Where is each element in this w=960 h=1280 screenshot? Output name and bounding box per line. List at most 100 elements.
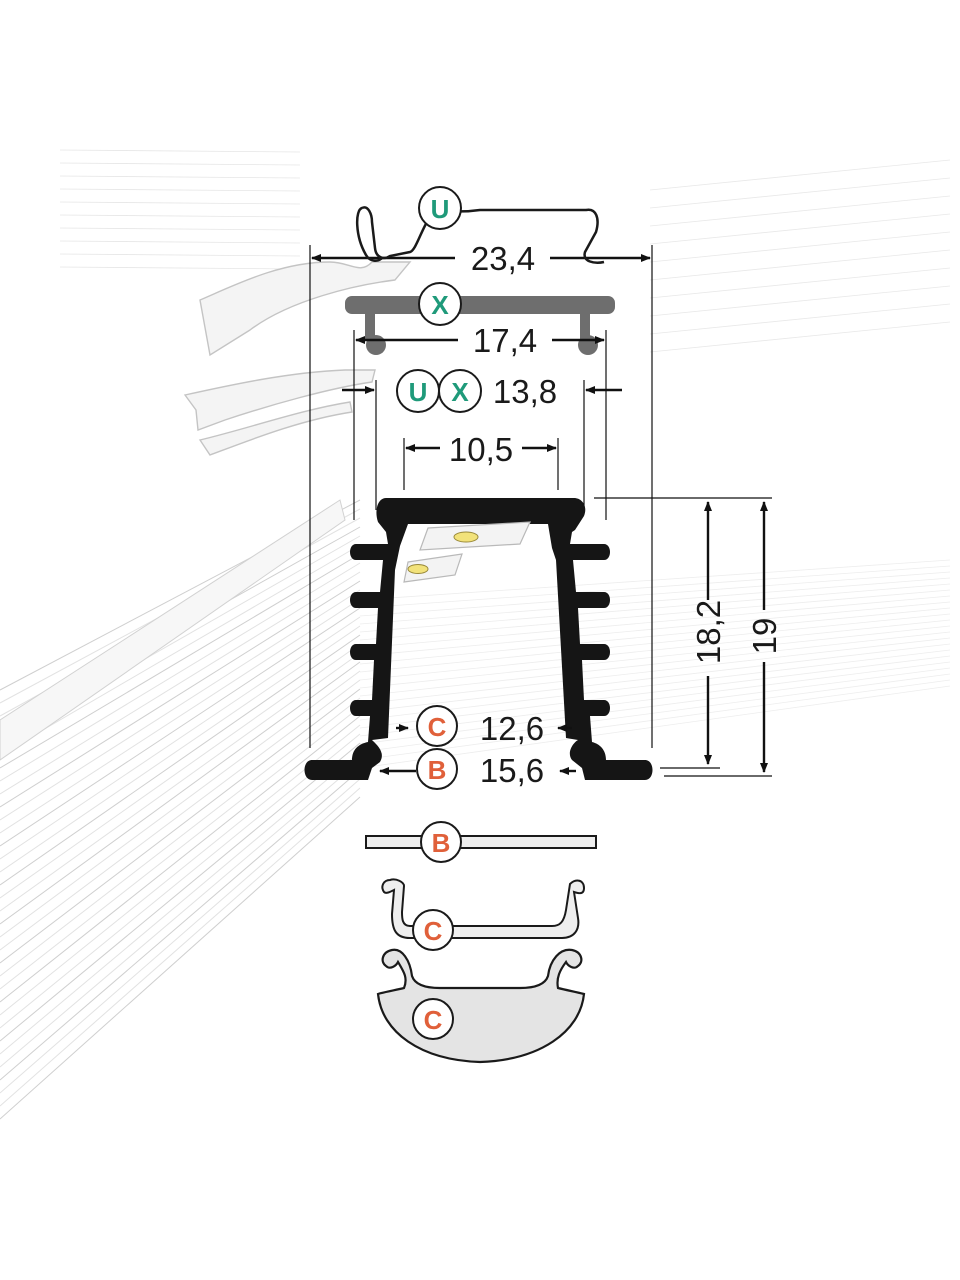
perspective-line (0, 751, 361, 1055)
perspective-line (0, 706, 361, 990)
perspective-line (649, 285, 951, 317)
perspective-line (359, 649, 951, 721)
badge-x-top: X (418, 282, 462, 326)
perspective-line (59, 214, 301, 218)
svg-text:C: C (424, 916, 443, 946)
perspective-line (359, 571, 951, 617)
dimension-width-inner: 10,5 (403, 431, 559, 490)
svg-text:X: X (431, 290, 449, 320)
perspective-line (59, 162, 301, 166)
perspective-line (0, 571, 361, 795)
perspective-line (359, 673, 951, 753)
cover-c-round (376, 948, 586, 1064)
badge-u-mid: U (396, 369, 440, 413)
badge-c-flat: C (412, 909, 454, 951)
perspective-line (649, 303, 951, 335)
dimension-width-c: 12,6 (396, 710, 572, 747)
perspective-shading (0, 149, 951, 1120)
perspective-line (359, 577, 951, 625)
perspective-line (0, 742, 361, 1042)
perspective-line (649, 195, 951, 227)
dimension-label-23-4: 23,4 (471, 240, 535, 277)
perspective-line (359, 559, 951, 601)
perspective-line (59, 201, 301, 205)
perspective-line (359, 625, 951, 689)
perspective-line (359, 643, 951, 713)
perspective-line (59, 240, 301, 244)
dimension-width-b: 15,6 (379, 752, 576, 789)
perspective-line (59, 188, 301, 192)
ghost-cover-x (183, 369, 376, 456)
perspective-line (59, 149, 301, 153)
perspective-line (359, 667, 951, 745)
perspective-line (0, 544, 361, 756)
badge-c-round: C (412, 998, 454, 1040)
badge-b-cover: B (420, 821, 462, 863)
dimension-width-x: 17,4 (353, 322, 607, 520)
badge-b-dim: B (416, 748, 458, 790)
dimension-height-total: 19 (664, 501, 783, 777)
perspective-line (0, 616, 361, 860)
svg-text:U: U (409, 377, 428, 407)
perspective-line (0, 670, 361, 938)
perspective-line (0, 778, 361, 1094)
cover-b-flat (365, 835, 597, 849)
perspective-line (0, 760, 361, 1068)
perspective-line (0, 715, 361, 1003)
perspective-line (359, 679, 951, 761)
dimension-width-ux: 13,8 (342, 373, 622, 510)
perspective-line (0, 733, 361, 1029)
perspective-line (0, 769, 361, 1081)
perspective-line (649, 267, 951, 299)
perspective-line (59, 266, 301, 270)
perspective-line (0, 679, 361, 951)
badge-x-mid: X (438, 369, 482, 413)
perspective-line (0, 787, 361, 1107)
perspective-line (59, 175, 301, 179)
ghost-diagonal-block (0, 499, 346, 761)
dimension-label-19: 19 (746, 618, 783, 655)
perspective-line (0, 688, 361, 964)
svg-text:U: U (431, 194, 450, 224)
svg-text:X: X (451, 377, 469, 407)
perspective-line (359, 631, 951, 697)
dimension-label-10-5: 10,5 (449, 431, 513, 468)
dimension-height-profile: 18,2 (594, 497, 772, 769)
dimension-label-13-8: 13,8 (493, 373, 557, 410)
perspective-line (359, 583, 951, 633)
perspective-line (59, 253, 301, 257)
perspective-line (359, 595, 951, 649)
perspective-line (359, 661, 951, 737)
dimension-label-17-4: 17,4 (473, 322, 537, 359)
perspective-line (359, 685, 951, 769)
perspective-line (59, 227, 301, 231)
badge-c-dim: C (416, 705, 458, 747)
perspective-line (359, 589, 951, 641)
perspective-line (649, 249, 951, 281)
perspective-line (649, 231, 951, 263)
dimension-label-18-2: 18,2 (690, 600, 727, 664)
perspective-line (359, 637, 951, 705)
svg-text:B: B (428, 755, 447, 785)
aluminium-profile (304, 498, 653, 780)
perspective-line (359, 565, 951, 609)
led-strip (403, 521, 531, 583)
perspective-line (0, 625, 361, 873)
svg-text:B: B (432, 828, 451, 858)
svg-text:C: C (424, 1005, 443, 1035)
ghost-cover-u (199, 261, 412, 357)
perspective-line (0, 598, 361, 834)
perspective-line (0, 562, 361, 782)
perspective-line (0, 796, 361, 1120)
perspective-line (0, 580, 361, 808)
perspective-line (0, 724, 361, 1016)
perspective-line (0, 661, 361, 925)
dimension-label-12-6: 12,6 (480, 710, 544, 747)
badge-u-top: U (418, 186, 462, 230)
perspective-line (359, 619, 951, 681)
perspective-line (649, 321, 951, 353)
perspective-line (359, 655, 951, 729)
perspective-line (359, 607, 951, 665)
